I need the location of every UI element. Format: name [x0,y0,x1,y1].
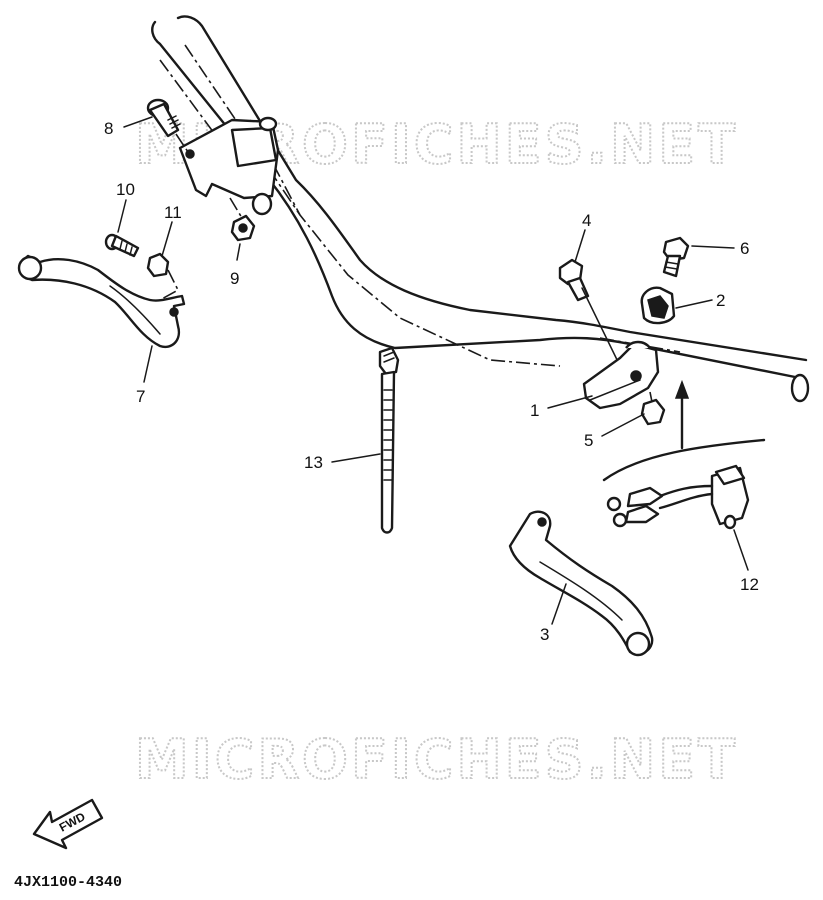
part-6-bolt [662,236,690,278]
fwd-arrow-icon: FWD [32,798,104,850]
diagram-code: 4JX1100-4340 [14,874,122,891]
callout-5: 5 [584,431,593,450]
part-9-nut [229,197,256,242]
part-1-holder [582,340,660,410]
watermark-bottom: MICROFICHES.NET [135,728,738,791]
part-12-switch [606,464,750,530]
callout-1: 1 [530,401,539,420]
callout-3: 3 [540,625,549,644]
handlebar [151,15,810,403]
callout-10: 10 [116,180,135,199]
callout-11: 11 [164,203,182,222]
clutch-holder-left [178,116,280,216]
part-8-bolt [146,98,193,159]
part-7-lever [17,254,186,349]
callout-4: 4 [582,211,591,230]
part-4-bolt [558,258,623,371]
callout-12: 12 [740,575,759,594]
callout-9: 9 [230,269,239,288]
part-2-clamp [640,286,676,325]
part-13-cable-tie [378,346,400,534]
callout-7: 7 [136,387,145,406]
part-10-bolt [104,233,140,258]
callout-6: 6 [740,239,749,258]
variant-bracket [602,379,766,482]
callout-2: 2 [716,291,725,310]
leader-lines [117,116,749,625]
callout-8: 8 [104,119,113,138]
part-3-lever [508,510,654,657]
part-5-nut [640,391,666,426]
part-11-nut [146,252,180,301]
callout-13: 13 [304,453,323,472]
